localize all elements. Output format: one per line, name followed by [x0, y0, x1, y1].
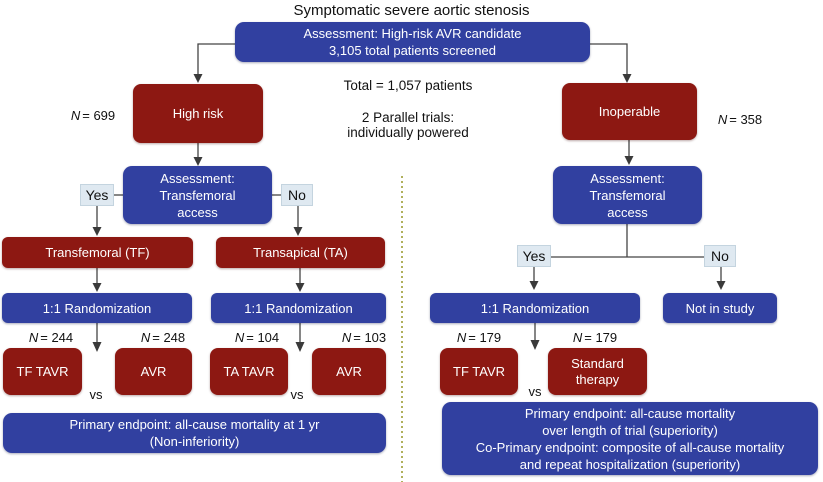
endpoint-line2: (Non-inferiority) — [149, 434, 240, 449]
n-symbol: N — [140, 330, 151, 345]
ta-avr-arm-box: AVR — [312, 348, 386, 395]
connector-lines — [96, 43, 722, 343]
n-symbol: N — [70, 108, 81, 123]
n-tf-tavr: N= 244 — [11, 330, 91, 345]
inoperable-randomization-box: 1:1 Randomization — [430, 293, 640, 323]
n-ta-tavr: N= 104 — [217, 330, 297, 345]
n-high-risk: N= 699 — [53, 108, 133, 123]
endpoint-line4: and repeat hospitalization (superiority) — [519, 456, 741, 472]
screening-line1: Assessment: High-risk AVR candidate — [303, 26, 522, 41]
inoperable-box: Inoperable — [562, 83, 697, 140]
endpoint-line2: over length of trial (superiority) — [542, 422, 718, 438]
standard-therapy-arm-box: Standard therapy — [548, 348, 647, 395]
endpoint-line1: Primary endpoint: all-cause mortality at… — [69, 417, 320, 432]
assessment-line2: Transfemoral — [589, 187, 666, 203]
tf-randomization-box: 1:1 Randomization — [2, 293, 192, 323]
inoperable-no-label: No — [704, 245, 736, 267]
inoperable-tf-tavr-arm-box: TF TAVR — [440, 348, 518, 395]
inoperable-access-assessment-box: Assessment: Transfemoral access — [553, 166, 702, 224]
ta-randomization-box: 1:1 Randomization — [211, 293, 386, 323]
tf-avr-arm-box: AVR — [115, 348, 192, 395]
screening-assessment-box: Assessment: High-risk AVR candidate 3,10… — [235, 22, 590, 62]
transfemoral-tf-box: Transfemoral (TF) — [2, 237, 193, 268]
n-symbol: N — [234, 330, 245, 345]
screening-line2: 3,105 total patients screened — [329, 43, 496, 58]
n-standard-therapy: N= 179 — [555, 330, 635, 345]
n-inoperable: N= 358 — [700, 112, 780, 127]
n-symbol: N — [572, 330, 583, 345]
n-value: = 179 — [468, 330, 502, 345]
n-symbol: N — [341, 330, 352, 345]
assessment-line1: Assessment: — [160, 170, 235, 186]
ta-tavr-arm-box: TA TAVR — [210, 348, 288, 395]
n-ta-avr: N= 103 — [324, 330, 404, 345]
inoperable-endpoint-box: Primary endpoint: all-cause mortality ov… — [442, 402, 818, 475]
n-value: = 248 — [152, 330, 186, 345]
standard-therapy-line2: therapy — [575, 371, 620, 387]
arrowheads — [92, 74, 726, 352]
not-in-study-box: Not in study — [663, 293, 777, 323]
n-value: = 104 — [246, 330, 280, 345]
assessment-line2: Transfemoral — [159, 187, 236, 203]
high-risk-endpoint-box: Primary endpoint: all-cause mortality at… — [3, 413, 386, 453]
assessment-line1: Assessment: — [590, 170, 665, 186]
tf-tavr-arm-box: TF TAVR — [3, 348, 82, 395]
endpoint-line1: Primary endpoint: all-cause mortality — [524, 405, 736, 421]
high-risk-yes-label: Yes — [80, 184, 114, 206]
ta-vs-label: vs — [290, 387, 304, 402]
n-symbol: N — [717, 112, 728, 127]
parallel-trials-note-line1: 2 Parallel trials: — [361, 110, 455, 125]
assessment-line3: access — [607, 204, 648, 220]
assessment-line3: access — [177, 204, 218, 220]
endpoint-line3: Co-Primary endpoint: composite of all-ca… — [475, 439, 785, 455]
high-risk-no-label: No — [281, 184, 313, 206]
total-patients-note: Total = 1,057 patients — [343, 78, 473, 93]
inoperable-vs-label: vs — [528, 384, 542, 399]
standard-therapy-line1: Standard — [571, 355, 624, 371]
inoperable-yes-label: Yes — [517, 245, 551, 267]
n-value: = 699 — [82, 108, 116, 123]
tf-vs-label: vs — [89, 387, 103, 402]
high-risk-box: High risk — [133, 84, 263, 143]
n-symbol: N — [28, 330, 39, 345]
n-value: = 179 — [584, 330, 618, 345]
n-symbol: N — [456, 330, 467, 345]
n-value: = 103 — [353, 330, 387, 345]
n-inoperable-tavr: N= 179 — [439, 330, 519, 345]
n-tf-avr: N= 248 — [123, 330, 203, 345]
transapical-ta-box: Transapical (TA) — [216, 237, 385, 268]
n-value: = 358 — [729, 112, 763, 127]
n-value: = 244 — [40, 330, 74, 345]
high-risk-access-assessment-box: Assessment: Transfemoral access — [123, 166, 272, 224]
parallel-trials-note-line2: individually powered — [347, 125, 469, 140]
figure-title: Symptomatic severe aortic stenosis — [293, 2, 530, 19]
